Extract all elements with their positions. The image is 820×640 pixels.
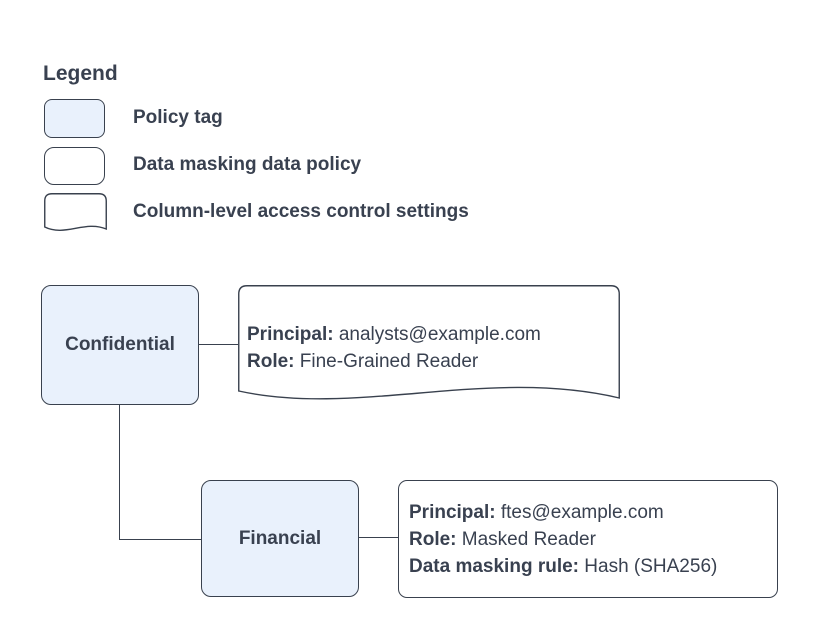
policy-tag-node-confidential: Confidential <box>41 285 199 405</box>
node-label-financial: Financial <box>238 527 322 549</box>
data-masking-policy-shape <box>398 480 778 598</box>
annotation-financial: Principal: ftes@example.com Role: Masked… <box>409 480 769 598</box>
annotation-field-label: Principal: <box>247 323 334 345</box>
connector-confidential-to-financial <box>119 405 201 540</box>
legend-label-data-masking-policy: Data masking data policy <box>133 154 362 175</box>
node-label-confidential: Confidential <box>65 334 175 355</box>
annotation-line: Data masking rule: Hash (SHA256) <box>409 553 769 580</box>
annotation-line: Role: Fine-Grained Reader <box>247 348 607 375</box>
annotation-line: Principal: ftes@example.com <box>409 499 769 526</box>
annotation-field-value: Fine-Grained Reader <box>299 350 479 372</box>
annotation-field-label: Data masking rule: <box>409 555 579 577</box>
policy-tag-node-financial: Financial <box>201 480 359 597</box>
column-access-settings-shape <box>238 285 620 400</box>
annotation-line: Role: Masked Reader <box>409 526 769 553</box>
legend-label-policy-tag: Policy tag <box>133 107 223 128</box>
annotation-field-value: ftes@example.com <box>500 501 664 523</box>
annotation-field-label: Principal: <box>409 501 496 523</box>
connector-financial-to-annotation <box>359 537 398 538</box>
column-access-settings-swatch <box>44 193 107 231</box>
annotation-confidential: Principal: analysts@example.com Role: Fi… <box>247 295 607 400</box>
legend-title: Legend <box>43 62 118 85</box>
annotation-field-label: Role: <box>409 528 457 550</box>
annotation-field-label: Role: <box>247 350 295 372</box>
annotation-line: Principal: analysts@example.com <box>247 321 607 348</box>
legend-label-column-access-settings: Column-level access control settings <box>133 201 469 222</box>
annotation-field-value: Hash (SHA256) <box>584 555 718 577</box>
annotation-field-value: Masked Reader <box>461 528 596 550</box>
connector-confidential-to-annotation <box>199 344 238 345</box>
data-masking-policy-swatch <box>44 147 105 185</box>
policy-tag-swatch <box>44 99 105 138</box>
annotation-field-value: analysts@example.com <box>338 323 541 345</box>
